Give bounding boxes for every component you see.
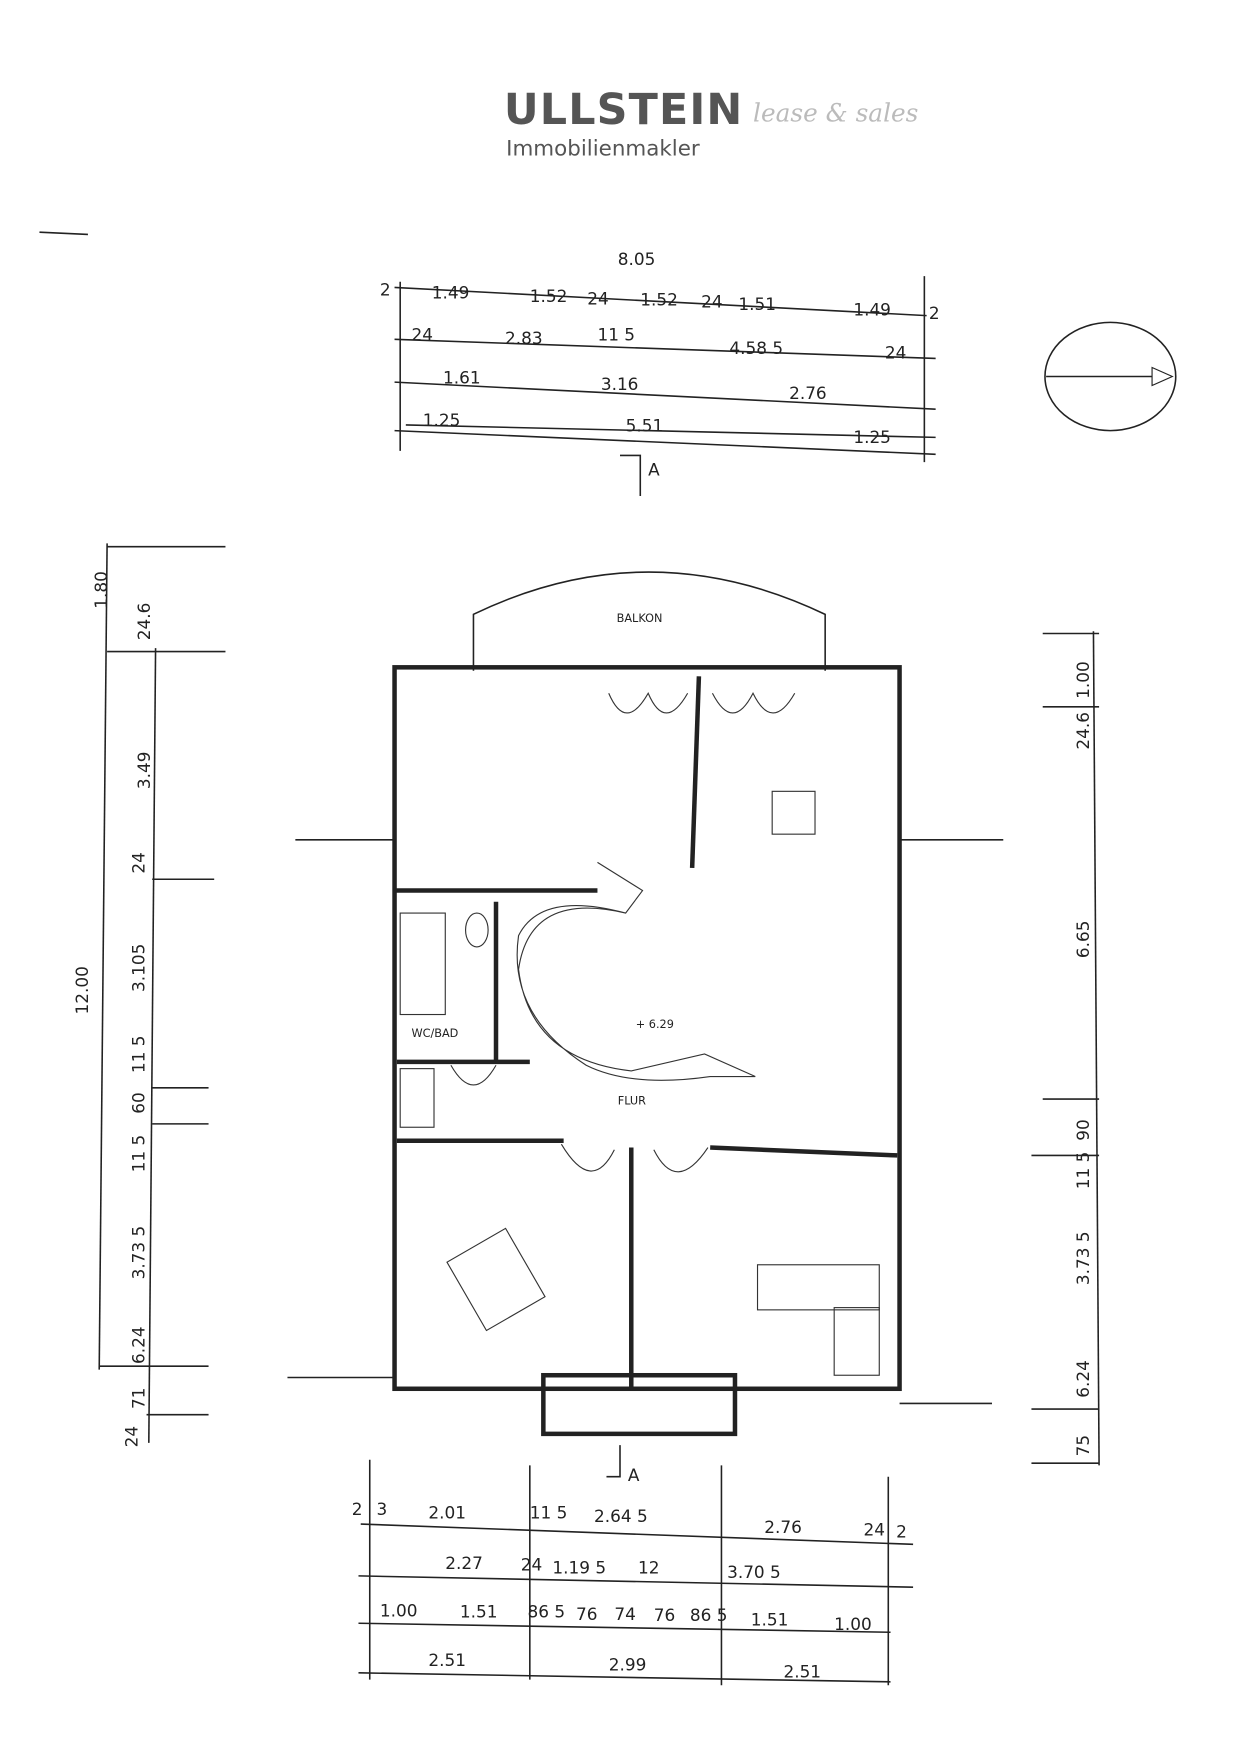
section-label: A: [628, 1465, 640, 1485]
section-marker-top: A: [620, 454, 660, 496]
dim: 2.01: [428, 1502, 466, 1522]
dim: 5.51: [626, 416, 664, 436]
dim: 3.16: [601, 374, 639, 394]
dim: 24: [128, 852, 148, 874]
dim: 12: [638, 1558, 660, 1578]
dim: 86 5: [528, 1602, 566, 1622]
dim: 2.51: [783, 1661, 821, 1681]
dim: 3.73 5: [1073, 1231, 1093, 1285]
dim: 11 5: [530, 1502, 568, 1522]
dim: 1.49: [853, 300, 891, 320]
dim: 76: [576, 1604, 598, 1624]
level-label: + 6.29: [636, 1018, 674, 1031]
dim: 6.65: [1073, 921, 1093, 959]
dim: 24.6: [1073, 712, 1093, 750]
dim: 1.80: [91, 571, 111, 609]
dim: 24: [122, 1426, 142, 1448]
dim: 11 5: [597, 324, 635, 344]
dim: 3: [377, 1499, 388, 1519]
dim: 2: [352, 1499, 363, 1519]
dim: 1.00: [380, 1600, 418, 1620]
right-dimension-chains: 1.00 24.6 6.65 90 11 5 3.73 5 6.24 75: [1031, 631, 1100, 1466]
dim: 2.83: [505, 328, 543, 348]
dim: 2.51: [428, 1650, 466, 1670]
room-label-balcony: BALKON: [617, 612, 663, 625]
dim: 2.76: [764, 1517, 802, 1537]
dim: 6.24: [128, 1326, 148, 1364]
section-label: A: [648, 460, 660, 480]
dim: 4.58 5: [729, 338, 783, 358]
room-label-bath: WC/BAD: [411, 1027, 458, 1040]
north-arrow-icon: [1044, 321, 1177, 432]
logo-name: ULLSTEIN: [504, 85, 743, 135]
dim: 1.49: [432, 283, 470, 303]
dim: 1.25: [423, 410, 461, 430]
dim: 1.52: [530, 286, 568, 306]
scan-mark: [39, 231, 88, 236]
dim: 1.51: [460, 1602, 498, 1622]
dim: 2.99: [609, 1655, 647, 1675]
dim: 3.49: [134, 751, 154, 789]
dim: 74: [614, 1604, 636, 1624]
dim: 11 5: [1073, 1152, 1093, 1190]
dim: 60: [128, 1092, 148, 1114]
section-marker-bottom: A: [606, 1445, 640, 1485]
dim: 6.24: [1073, 1360, 1093, 1398]
dim: 1.25: [853, 427, 891, 447]
dim: 24: [863, 1519, 885, 1539]
dim: 3.105: [128, 944, 148, 992]
dim: 2.64 5: [594, 1506, 648, 1526]
dim: 1.52: [640, 289, 678, 309]
dim: 3.70 5: [727, 1562, 781, 1582]
dim: 1.51: [738, 294, 776, 314]
dim: 24.6: [134, 603, 154, 641]
room-label-hall: FLUR: [618, 1095, 646, 1108]
left-dimension-chains: 1.80 12.00 24.6 3.49 24 3.105 11 5 60 11…: [72, 543, 226, 1447]
dim: 71: [128, 1388, 148, 1410]
dim: 90: [1073, 1119, 1093, 1141]
dim: 24: [521, 1554, 543, 1574]
dim: 24: [701, 292, 723, 312]
dim: 2: [380, 279, 391, 299]
dim: 76: [654, 1605, 676, 1625]
logo-tagline: lease & sales: [753, 99, 918, 128]
dim: 1.19 5: [552, 1558, 606, 1578]
dim: 3.73 5: [128, 1226, 148, 1280]
dim: 2.76: [789, 383, 827, 403]
dim: 75: [1073, 1435, 1093, 1457]
dim: 1.00: [834, 1614, 872, 1634]
dim: 2: [929, 303, 940, 323]
dim: 1.00: [1073, 661, 1093, 699]
dim-total-width: 8.05: [618, 249, 656, 269]
dim: 86 5: [690, 1605, 728, 1625]
dim: 1.61: [443, 367, 481, 387]
dim: 24: [411, 324, 433, 344]
bottom-dimension-chains: 2 3 2.01 11 5 2.64 5 2.76 24 2 2.27 24 1…: [352, 1459, 914, 1686]
dim: 2: [896, 1522, 907, 1542]
dim: 1.51: [751, 1609, 789, 1629]
company-logo: ULLSTEIN lease & sales Immobilienmakler: [504, 85, 918, 162]
dim: 11 5: [128, 1036, 148, 1074]
dim: 12.00: [72, 966, 92, 1014]
dim: 11 5: [128, 1135, 148, 1173]
logo-subtitle: Immobilienmakler: [506, 137, 700, 162]
dim: 24: [587, 288, 609, 308]
dim: 2.27: [445, 1553, 483, 1573]
top-dimension-chains: 8.05 2 1.49 1.52 24 1.52 24 1.51 1.49 2 …: [380, 249, 940, 463]
building-outline: [287, 571, 1004, 1437]
dim: 24: [885, 342, 907, 362]
